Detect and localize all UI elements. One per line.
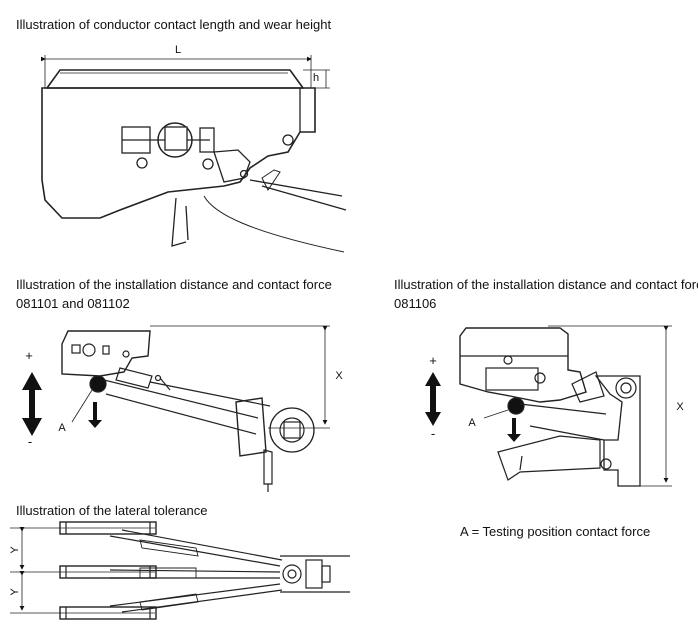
point-a-label-right: A <box>468 417 476 429</box>
lateral-tolerance-view <box>10 521 350 620</box>
length-label: L <box>175 44 181 56</box>
install-left-caption: Illustration of the installation distanc… <box>16 277 332 292</box>
testing-point-a-right <box>507 397 525 415</box>
minus-label: - <box>28 434 32 449</box>
lateral-caption: Illustration of the lateral tolerance <box>16 503 208 518</box>
plus-label-right: + <box>429 353 437 368</box>
tolerance-label-upper: Y <box>9 546 21 554</box>
install-right-model: 081106 <box>394 296 437 311</box>
distance-label-right: X <box>676 401 684 413</box>
height-label: h <box>313 72 319 84</box>
point-a-label: A <box>58 422 66 434</box>
contact-force-arrow-right <box>425 372 521 442</box>
tolerance-label-lower: Y <box>9 588 21 596</box>
contact-force-arrow-left <box>22 372 102 436</box>
plus-label: + <box>25 348 33 363</box>
testing-point-a <box>89 375 107 393</box>
minus-label-right: - <box>431 426 435 441</box>
collector-right-installation <box>459 325 672 487</box>
wear-caption: Illustration of conductor contact length… <box>16 17 332 32</box>
install-left-models: 081101 and 081102 <box>16 296 130 311</box>
distance-label: X <box>335 370 343 382</box>
install-right-caption: Illustration of the installation distanc… <box>394 277 698 292</box>
collector-left-installation <box>61 325 330 492</box>
legend-text: A = Testing position contact force <box>460 524 651 539</box>
collector-side-view <box>41 55 347 253</box>
